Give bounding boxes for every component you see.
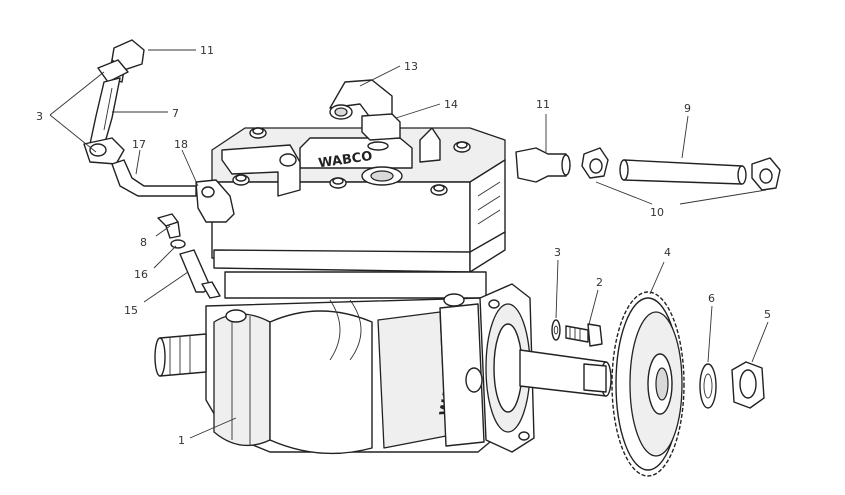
callout-14: 14 (444, 98, 458, 111)
callout-9: 9 (684, 102, 691, 115)
rear-flange (465, 283, 535, 453)
pipe-assembly (83, 39, 235, 223)
leader-lines (49, 49, 769, 439)
washer-and-nut (699, 361, 765, 409)
callout-11-top: 11 (200, 44, 214, 57)
mounting-stud-set (157, 213, 221, 299)
callout-3: 3 (554, 246, 561, 259)
callout-4: 4 (664, 246, 671, 259)
callout-16: 16 (134, 268, 148, 281)
crankcase-body: WABCO (154, 271, 503, 455)
callout-5: 5 (764, 308, 771, 321)
callout-1: 1 (178, 434, 185, 447)
callout-3-left: 3 (36, 110, 43, 123)
callout-13: 13 (404, 60, 418, 73)
callout-15: 15 (124, 304, 138, 317)
washer-and-bolt (551, 319, 603, 347)
drive-gear (611, 291, 685, 477)
callout-8: 8 (140, 236, 147, 249)
callout-6: 6 (708, 292, 715, 305)
cylinder-head: WABCO (211, 127, 506, 273)
callout-18: 18 (174, 138, 188, 151)
callout-11-right: 11 (536, 98, 550, 111)
callout-numbers: 11 3 7 13 14 17 18 11 9 10 8 16 15 3 2 4… (36, 44, 771, 447)
callout-17: 17 (132, 138, 146, 151)
right-hose-assembly (515, 147, 781, 191)
head-bolts (232, 127, 471, 196)
crankshaft-end (519, 349, 612, 397)
elbow-fitting (329, 79, 401, 151)
callout-10: 10 (650, 206, 664, 219)
head-logo-text: WABCO (317, 149, 373, 171)
callout-7: 7 (172, 107, 179, 120)
callout-2: 2 (596, 276, 603, 289)
